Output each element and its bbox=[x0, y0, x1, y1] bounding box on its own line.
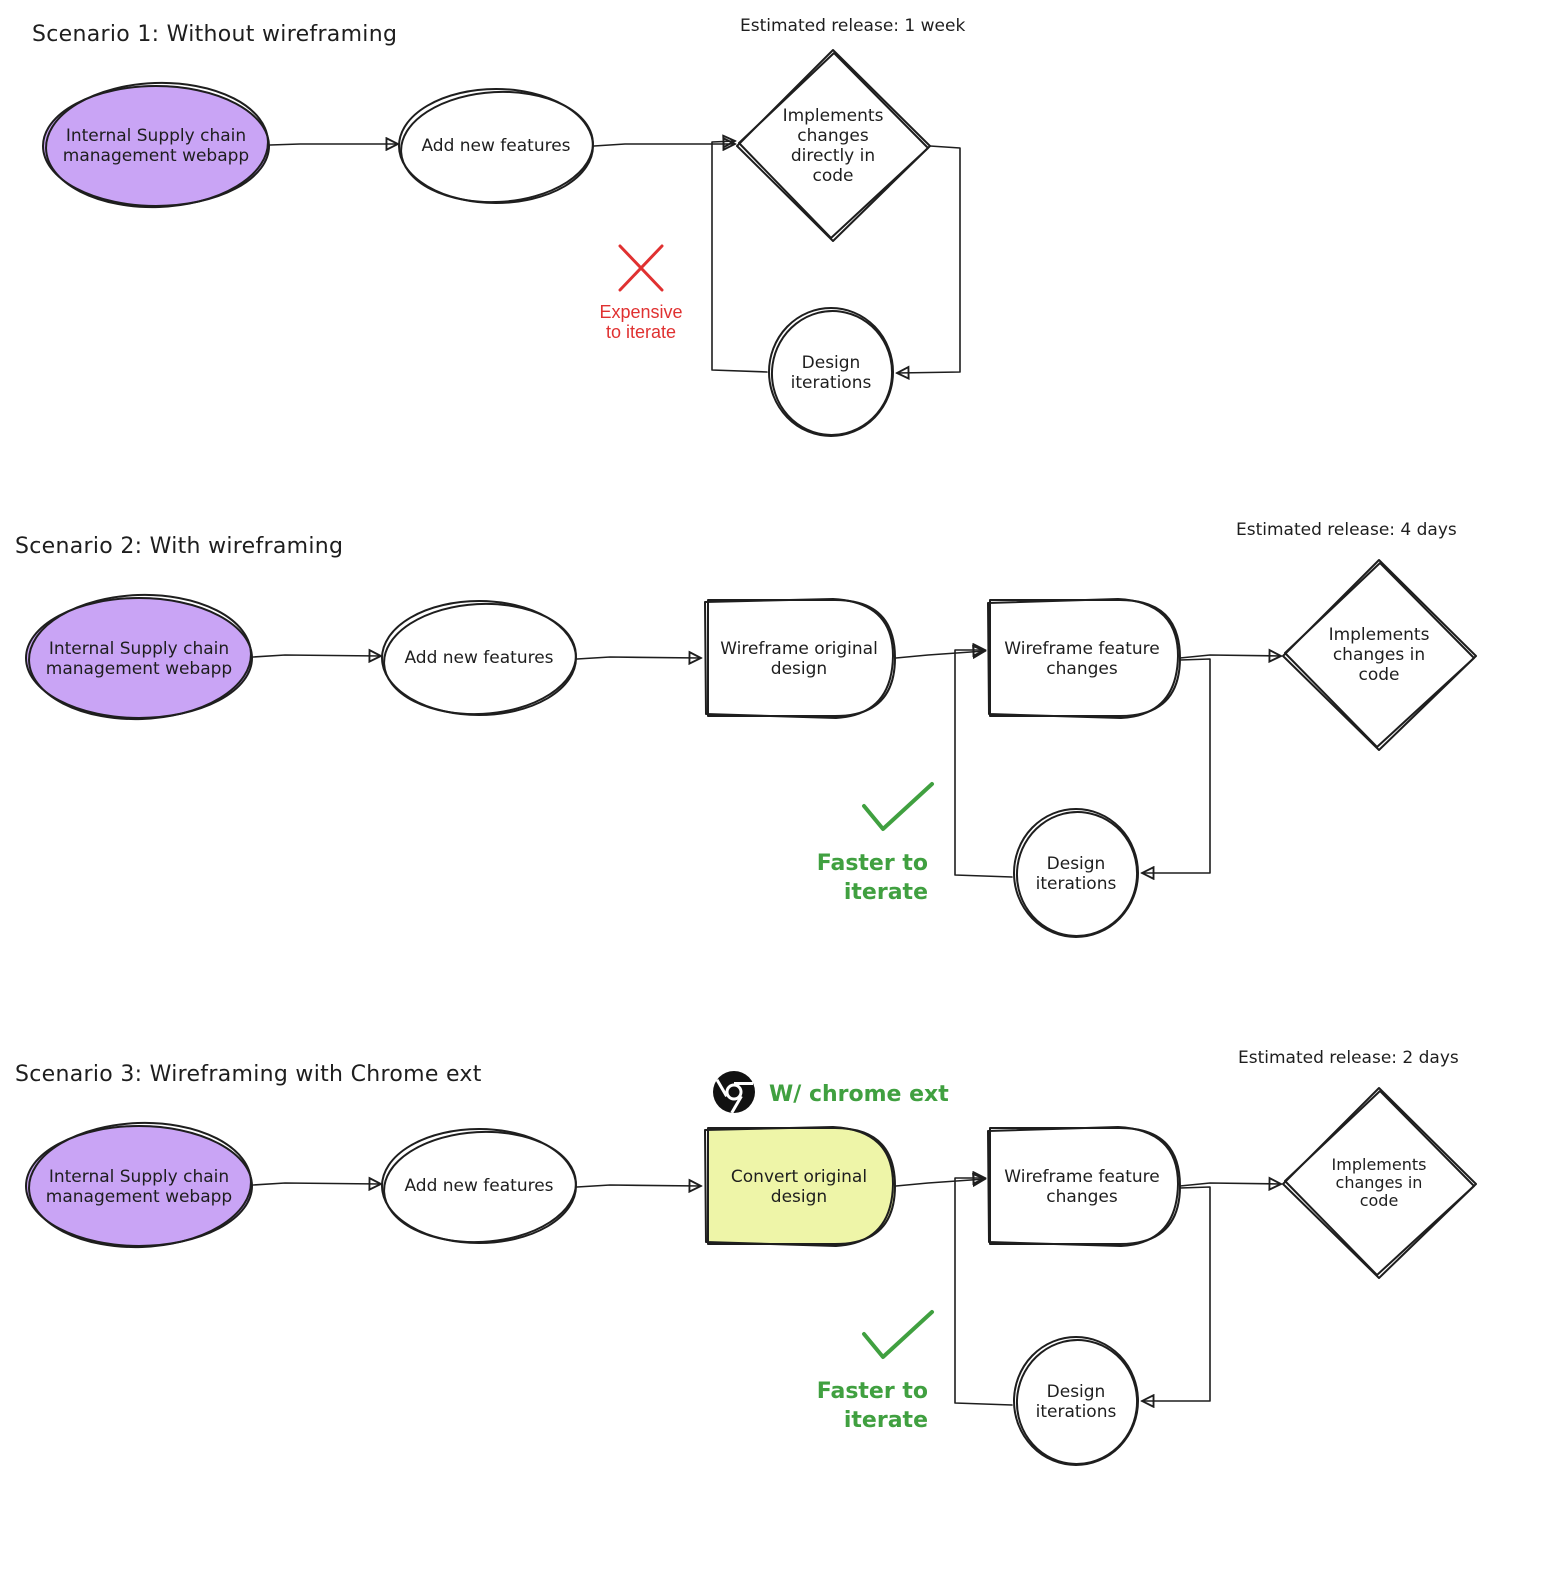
node-implements-line2: changes bbox=[797, 126, 869, 146]
arrow-design-loop-back bbox=[711, 141, 768, 373]
node-wireframe-changes: Wireframe feature changes bbox=[987, 598, 1181, 719]
node-webapp-line1: Internal Supply chain bbox=[49, 1167, 229, 1187]
cross-icon bbox=[618, 244, 664, 292]
node-webapp-line2: management webapp bbox=[46, 659, 232, 679]
arrow-webapp-to-features bbox=[269, 144, 398, 145]
arrow-design-loop-back bbox=[954, 650, 1013, 878]
arrow-convert-to-changes bbox=[895, 1179, 985, 1186]
node-design-line2: iterations bbox=[791, 373, 872, 393]
node-wireframe-changes: Wireframe feature changes bbox=[987, 1126, 1181, 1247]
node-add-features: Add new features bbox=[381, 600, 577, 716]
scenario-1-title: Scenario 1: Without wireframing bbox=[32, 22, 397, 47]
arrow-features-to-convert bbox=[576, 1185, 701, 1187]
arrow-features-to-wireframe bbox=[576, 657, 701, 659]
node-implements-line1: Implements bbox=[783, 106, 884, 126]
expensive-note-line2: to iterate bbox=[606, 322, 676, 342]
chrome-ext-label: W/ chrome ext bbox=[769, 1082, 949, 1107]
node-design-iterations: Design iterations bbox=[768, 307, 894, 437]
check-icon bbox=[862, 782, 934, 831]
node-design-line2: iterations bbox=[1036, 1402, 1117, 1422]
expensive-note-line1: Expensive bbox=[599, 302, 682, 322]
node-wireframe-original: Wireframe original design bbox=[704, 598, 896, 719]
node-webapp-line1: Internal Supply chain bbox=[66, 126, 246, 146]
node-design-line1: Design bbox=[802, 353, 861, 373]
scenario-1: Scenario 1: Without wireframing Estimate… bbox=[32, 16, 965, 437]
node-add-features: Add new features bbox=[381, 1128, 577, 1244]
scenario-3: Scenario 3: Wireframing with Chrome ext … bbox=[15, 1048, 1477, 1466]
node-design-iterations: Design iterations bbox=[1013, 1336, 1139, 1466]
node-convert-original: Convert original design bbox=[704, 1126, 896, 1247]
node-add-features-label: Add new features bbox=[404, 648, 553, 668]
scenario-3-release: Estimated release: 2 days bbox=[1238, 1048, 1459, 1068]
scenario-2-title: Scenario 2: With wireframing bbox=[15, 534, 343, 559]
node-webapp: Internal Supply chain management webapp bbox=[42, 81, 270, 209]
scenario-1-release: Estimated release: 1 week bbox=[740, 16, 965, 36]
scenario-3-title: Scenario 3: Wireframing with Chrome ext bbox=[15, 1062, 482, 1087]
node-wireframe-changes-line2: changes bbox=[1046, 1187, 1118, 1207]
node-webapp: Internal Supply chain management webapp bbox=[25, 1121, 253, 1249]
node-wireframe-original-line1: Wireframe original bbox=[720, 639, 878, 659]
node-design-line1: Design bbox=[1047, 854, 1106, 874]
arrow-webapp-to-features bbox=[252, 655, 381, 657]
node-implements-line2: changes in bbox=[1333, 645, 1425, 665]
node-webapp-line2: management webapp bbox=[63, 146, 249, 166]
node-implements-line3: code bbox=[1360, 1191, 1399, 1210]
arrow-changes-to-implements bbox=[1179, 655, 1281, 658]
arrow-webapp-to-features bbox=[252, 1183, 381, 1185]
arrow-changes-to-design bbox=[1142, 1186, 1211, 1401]
node-implements-line1: Implements bbox=[1332, 1155, 1427, 1174]
node-implements-code: Implements changes in code bbox=[1282, 1087, 1477, 1279]
node-wireframe-changes-line1: Wireframe feature bbox=[1004, 639, 1159, 659]
node-wireframe-original-line2: design bbox=[771, 659, 827, 679]
arrow-wireframe-to-changes bbox=[895, 651, 985, 658]
node-add-features: Add new features bbox=[398, 88, 594, 204]
node-implements-line3: directly in bbox=[791, 146, 875, 166]
arrow-features-to-implements bbox=[593, 144, 735, 146]
node-convert-line1: Convert original bbox=[731, 1167, 867, 1187]
node-webapp-line1: Internal Supply chain bbox=[49, 639, 229, 659]
node-wireframe-changes-line1: Wireframe feature bbox=[1004, 1167, 1159, 1187]
node-webapp: Internal Supply chain management webapp bbox=[25, 593, 253, 721]
node-design-line2: iterations bbox=[1036, 874, 1117, 894]
node-implements-line2: changes in bbox=[1336, 1173, 1423, 1192]
scenario-2-release: Estimated release: 4 days bbox=[1236, 520, 1457, 540]
node-implements-line4: code bbox=[813, 166, 854, 186]
scenario-2: Scenario 2: With wireframing Estimated r… bbox=[15, 520, 1477, 938]
node-implements-code: Implements changes in code bbox=[1282, 559, 1477, 751]
node-add-features-label: Add new features bbox=[404, 1176, 553, 1196]
arrow-changes-to-implements bbox=[1179, 1183, 1281, 1186]
chrome-logo-icon bbox=[713, 1071, 755, 1114]
faster-note-line2: iterate bbox=[844, 880, 928, 905]
node-convert-line2: design bbox=[771, 1187, 827, 1207]
node-design-line1: Design bbox=[1047, 1382, 1106, 1402]
node-wireframe-changes-line2: changes bbox=[1046, 659, 1118, 679]
node-implements-code: Implements changes directly in code bbox=[736, 49, 931, 242]
arrow-design-loop-back bbox=[954, 1178, 1013, 1406]
arrow-changes-to-design bbox=[1142, 658, 1211, 873]
node-webapp-line2: management webapp bbox=[46, 1187, 232, 1207]
node-implements-line1: Implements bbox=[1329, 625, 1430, 645]
faster-note-line1: Faster to bbox=[817, 1379, 928, 1404]
check-icon bbox=[862, 1310, 934, 1359]
arrow-implements-to-design bbox=[897, 145, 961, 373]
faster-note-line2: iterate bbox=[844, 1408, 928, 1433]
node-design-iterations: Design iterations bbox=[1013, 808, 1139, 938]
node-add-features-label: Add new features bbox=[421, 136, 570, 156]
faster-note-line1: Faster to bbox=[817, 851, 928, 876]
node-implements-line3: code bbox=[1359, 665, 1400, 685]
